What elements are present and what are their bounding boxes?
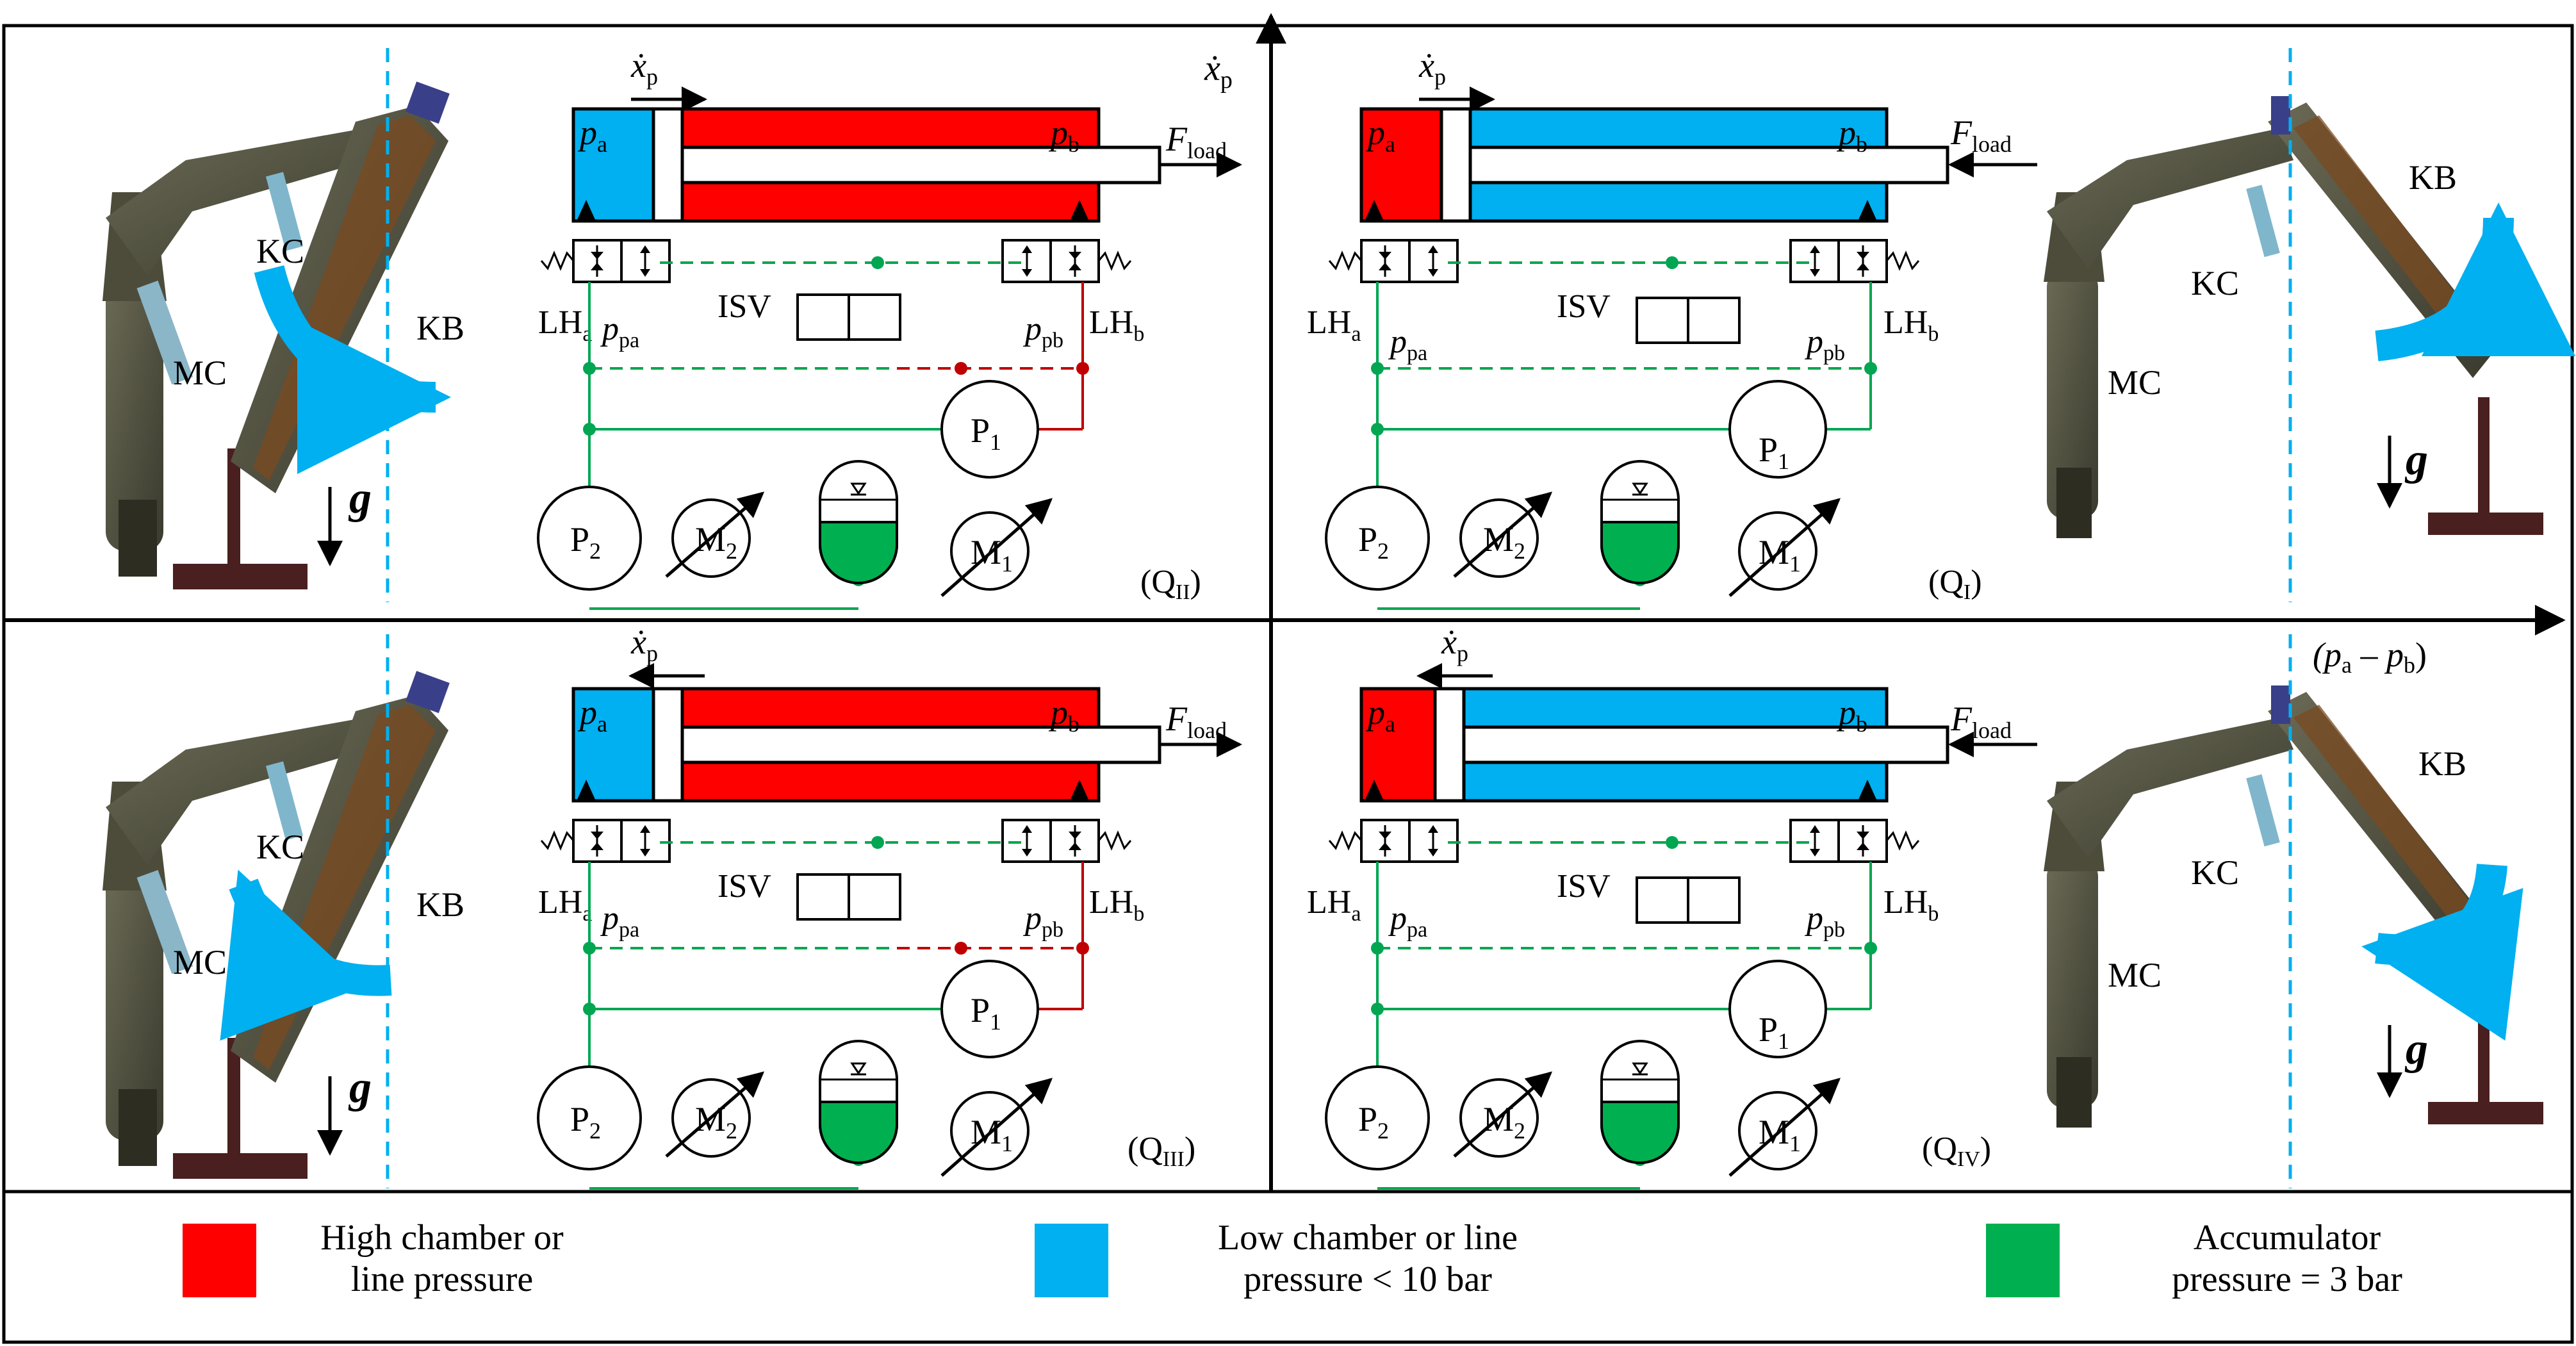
gravity-label-q3: g [348, 1063, 372, 1112]
p1-label-q3: P1 [971, 991, 1001, 1035]
m2-label-q3: M2 [695, 1100, 737, 1144]
fload-label-q3: Fload [1165, 700, 1227, 743]
legend-acc-line2: pressure = 3 bar [2172, 1260, 2402, 1299]
legend-acc-line1: Accumulator [2194, 1218, 2381, 1258]
legend-swatch-low [1035, 1224, 1108, 1297]
legend-swatch-accumulator [1986, 1224, 2060, 1297]
lhb-label-q1: LHb [1883, 304, 1939, 346]
kb-label-q1: KB [2409, 158, 2457, 197]
y-axis-label: ẋp [1204, 49, 1233, 94]
kc-label-q1: KC [2191, 264, 2239, 302]
lha-label-q1: LHa [1307, 304, 1361, 346]
legend-high-line2: line pressure [351, 1260, 534, 1299]
lha-label-q2: LHa [538, 304, 592, 346]
kb-label-q3: KB [416, 885, 464, 924]
isv-label-q2: ISV [718, 288, 771, 325]
xp-label-q4: ẋp [1441, 623, 1468, 666]
p1-label-q2: P1 [971, 411, 1001, 455]
pa-label-q1: pa [1365, 113, 1395, 157]
pb-label-q2: pb [1048, 113, 1079, 157]
xp-label-q1: ẋp [1418, 46, 1446, 90]
x-axis-label: (pa – pb) [2313, 636, 2427, 678]
mc-label-q4: MC [2108, 956, 2162, 994]
ppb-label-q1: ppb [1804, 324, 1845, 365]
m2-label-q4: M2 [1483, 1100, 1525, 1144]
m1-label-q2: M1 [971, 533, 1013, 577]
ppa-label-q3: ppa [600, 900, 639, 942]
p2-label-q2: P2 [570, 520, 601, 564]
pb-label-q4: pb [1836, 693, 1867, 737]
kc-label-q4: KC [2191, 853, 2239, 892]
pb-label-q1: pb [1836, 113, 1867, 157]
fload-label-q2: Fload [1165, 120, 1227, 163]
figure-frame [2, 24, 2574, 1344]
xp-label-q3: ẋp [630, 623, 658, 666]
p1-label-q4: P1 [1759, 1010, 1789, 1054]
lha-label-q3: LHa [538, 884, 592, 926]
isv-label-q1: ISV [1557, 288, 1611, 325]
m2-label-q2: M2 [695, 520, 737, 564]
mc-label-q3: MC [173, 943, 227, 981]
legend: High chamber or line pressure Low chambe… [183, 1218, 2402, 1299]
quadrant-tag-q2: (QII) [1140, 564, 1201, 604]
lhb-label-q2: LHb [1089, 304, 1144, 346]
rotation-arrow-q3 [220, 869, 392, 1041]
quadrant-ii: KC KB MC g pa pb Fload ẋp LHa LHb ppa pp… [103, 46, 1242, 610]
ppa-label-q1: ppa [1388, 324, 1427, 365]
pb-label-q3: pb [1048, 693, 1079, 737]
p2-label-q1: P2 [1358, 520, 1389, 564]
kb-label-q2: KB [416, 309, 464, 347]
m1-label-q4: M1 [1759, 1113, 1801, 1156]
quadrant-tag-q4: (QIV) [1922, 1131, 1991, 1171]
p1-label-q1: P1 [1759, 431, 1789, 474]
pa-label-q3: pa [577, 693, 607, 737]
kb-label-q4: KB [2418, 744, 2466, 783]
legend-swatch-high [183, 1224, 256, 1297]
rotation-arrow-q4 [2361, 863, 2523, 1041]
kc-label-q3: KC [256, 828, 304, 866]
ppb-label-q2: ppb [1022, 311, 1063, 352]
quadrant-iv: KC KB MC g pa pb Fload ẋp LHa LHb ppa pp… [1307, 623, 2543, 1190]
crane-image-q2 [103, 81, 450, 590]
quadrant-tag-q1: (QI) [1928, 564, 1982, 604]
m1-label-q1: M1 [1759, 533, 1801, 577]
isv-label-q3: ISV [718, 868, 771, 905]
lhb-label-q3: LHb [1089, 884, 1144, 926]
legend-high-line1: High chamber or [320, 1218, 564, 1258]
xp-label-q2: ẋp [630, 46, 658, 90]
quadrant-iii: KC KB MC g pa pb Fload ẋp LHa LHb ppa pp… [103, 623, 1242, 1190]
pa-label-q4: pa [1365, 693, 1395, 737]
ppb-label-q3: ppb [1022, 900, 1063, 942]
legend-low-line2: pressure < 10 bar [1243, 1260, 1492, 1299]
pa-label-q2: pa [577, 113, 607, 157]
fload-label-q4: Fload [1950, 700, 2012, 743]
p2-label-q3: P2 [570, 1100, 601, 1144]
quadrant-i: KC KB MC g pa pb Fload ẋp LHa LHb ppa pp… [1307, 46, 2575, 610]
rotation-arrow-q2 [254, 265, 451, 474]
lhb-label-q4: LHb [1883, 884, 1939, 926]
ppb-label-q4: ppb [1804, 900, 1845, 942]
kc-label-q2: KC [256, 232, 304, 270]
fload-label-q1: Fload [1950, 113, 2012, 157]
legend-low-line1: Low chamber or line [1218, 1218, 1518, 1258]
gravity-label-q2: g [348, 473, 372, 523]
quadrant-tag-q3: (QIII) [1128, 1131, 1195, 1171]
rotation-arrow-q1 [2375, 202, 2575, 361]
mc-label-q1: MC [2108, 363, 2162, 402]
isv-label-q4: ISV [1557, 868, 1611, 905]
gravity-label-q1: g [2404, 435, 2428, 484]
gravity-label-q4: g [2404, 1024, 2428, 1074]
mc-label-q2: MC [173, 354, 227, 392]
ppa-label-q2: ppa [600, 311, 639, 352]
m1-label-q3: M1 [971, 1113, 1013, 1156]
p2-label-q4: P2 [1358, 1100, 1389, 1144]
m2-label-q1: M2 [1483, 520, 1525, 564]
ppa-label-q4: ppa [1388, 900, 1427, 942]
lha-label-q4: LHa [1307, 884, 1361, 926]
